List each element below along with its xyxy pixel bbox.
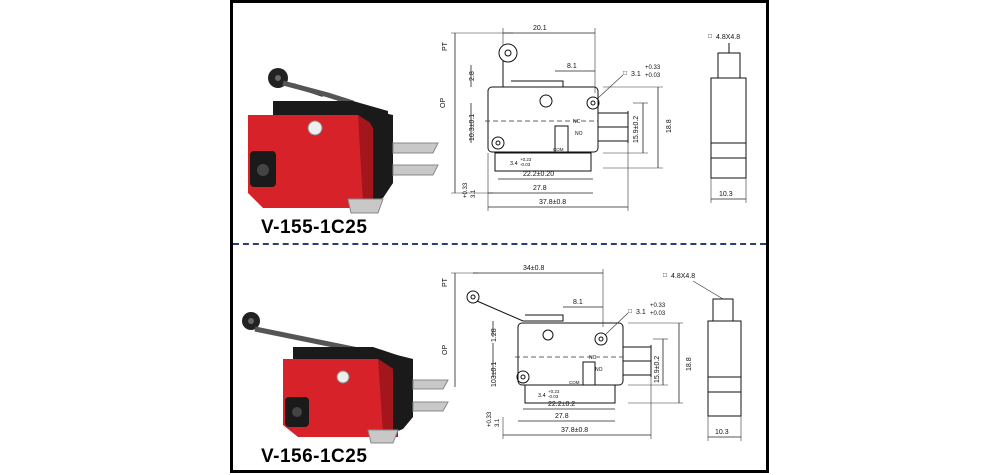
- switch-panel-v155: V-155-1C25 PT OP NC NO: [233, 3, 766, 240]
- v156-product-photo: [242, 312, 449, 444]
- dim-hole-span: 22.2±0.20: [523, 171, 554, 178]
- dim-lever-h: 2.8: [469, 71, 476, 81]
- dim-offset: 8.1: [567, 63, 577, 70]
- datasheet-frame: V-155-1C25 PT OP NC NO: [230, 0, 769, 473]
- dim-pin-tol-upper: +0.23: [548, 389, 560, 394]
- dim-pin-tol-upper: +0.23: [520, 157, 532, 162]
- term-nc: NC: [589, 355, 597, 361]
- dim-height-outer: 18.8: [666, 119, 673, 133]
- dim-hole-tol-lower: +0.03: [645, 73, 661, 79]
- dim-overall: 37.8±0.8: [561, 427, 588, 434]
- op-label: OP: [442, 345, 449, 355]
- dim-body-len: 27.8: [533, 185, 547, 192]
- dim-side-size: 4.8X4.8: [671, 273, 695, 280]
- dim-left-tol: 3.1: [495, 418, 501, 427]
- dim-top-width: 20.1: [533, 25, 547, 32]
- side-size-prefix: □: [708, 33, 712, 40]
- dim-pin-sp: 3.4: [538, 393, 546, 399]
- dim-hole-dia: 3.1: [631, 71, 641, 78]
- model-label-v155: V-155-1C25: [261, 217, 368, 238]
- model-label-v156: V-156-1C25: [261, 446, 368, 467]
- dim-hole-tol-lower: +0.03: [650, 311, 666, 317]
- dim-hole-tol-upper: +0.33: [650, 303, 666, 309]
- term-nc: NC: [573, 119, 581, 125]
- v156-dimension-drawing: PT OP NC NO COM: [442, 265, 742, 441]
- dim-hole-dia-prefix: □: [623, 70, 627, 77]
- dim-pin-sp: 3.4: [510, 161, 518, 167]
- dim-hole-dia: 3.1: [636, 309, 646, 316]
- dim-pin-tol-lower: -0.03: [548, 394, 559, 399]
- dim-left-tol-upper: +0.33: [487, 411, 493, 427]
- dim-side-width: 10.3: [715, 429, 729, 436]
- term-no: NO: [575, 131, 583, 137]
- v155-dimension-drawing: PT OP NC NO COM: [440, 25, 747, 211]
- dim-height-inner: 10.3±0.1: [469, 114, 476, 141]
- dim-hole-span: 22.2±0.2: [548, 401, 575, 408]
- v155-product-photo: [248, 68, 439, 214]
- dim-left-tol-upper: +0.33: [463, 182, 469, 198]
- dim-left-tol: 3.1: [471, 189, 477, 198]
- side-size-prefix: □: [663, 272, 667, 279]
- term-com: COM: [569, 380, 580, 385]
- dim-height-inner: 103±0.1: [491, 362, 498, 387]
- dim-body-len: 27.8: [555, 413, 569, 420]
- term-com: COM: [553, 147, 564, 152]
- dim-lever-h: 1.28: [491, 328, 498, 342]
- term-no: NO: [595, 367, 603, 373]
- dim-height-total: 15.9±0.2: [654, 356, 661, 383]
- dim-side-width: 10.3: [719, 191, 733, 198]
- dim-overall: 37.8±0.8: [539, 199, 566, 206]
- dim-offset: 8.1: [573, 299, 583, 306]
- dim-height-total: 15.9±0.2: [633, 116, 640, 143]
- dim-top-width: 34±0.8: [523, 265, 544, 272]
- panel-divider: [233, 243, 766, 245]
- pt-label: PT: [442, 41, 449, 51]
- dim-hole-tol-upper: +0.33: [645, 65, 661, 71]
- switch-panel-v156: V-156-1C25 PT OP NC NO COM: [233, 247, 766, 470]
- dim-side-size: 4.8X4.8: [716, 34, 740, 41]
- pt-label: PT: [442, 277, 449, 287]
- dim-height-outer: 18.8: [686, 357, 693, 371]
- op-label: OP: [440, 98, 447, 108]
- dim-hole-dia-prefix: □: [628, 308, 632, 315]
- dim-pin-tol-lower: -0.03: [520, 162, 531, 167]
